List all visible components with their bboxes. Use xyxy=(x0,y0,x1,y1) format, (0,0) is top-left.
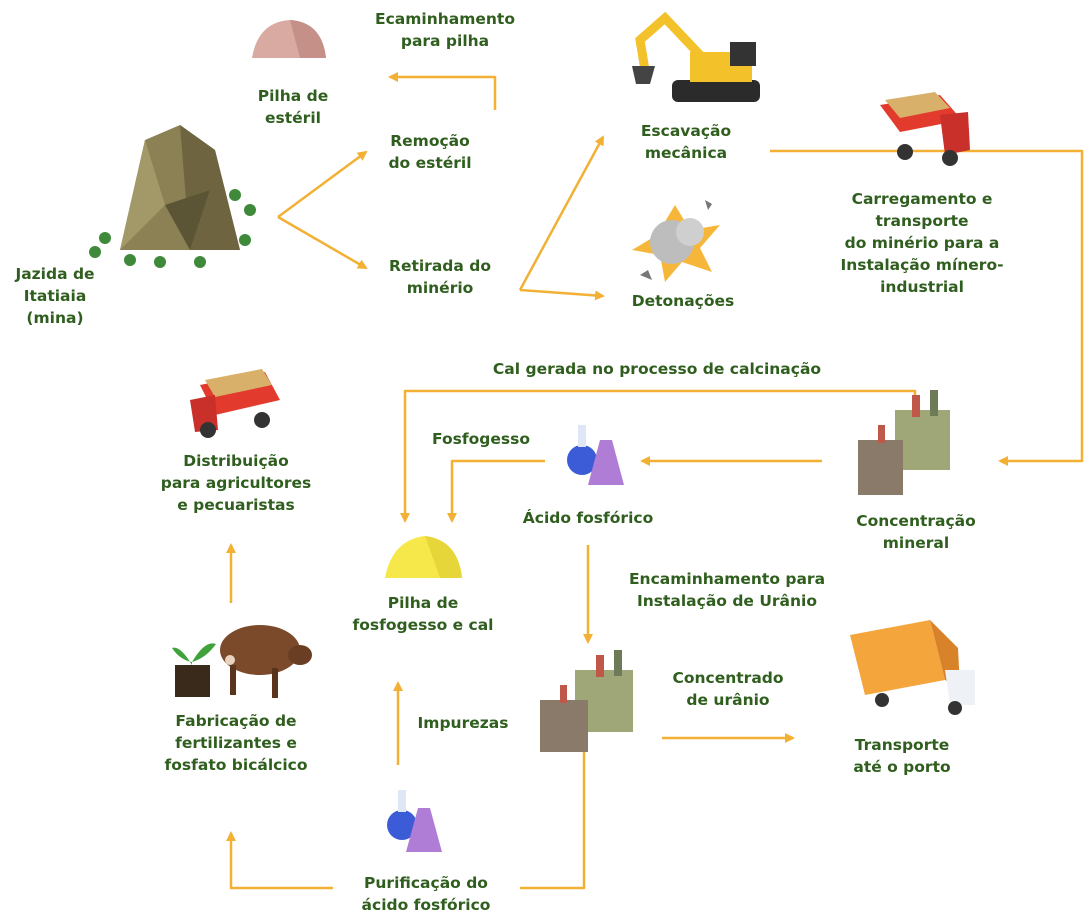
flasks-icon xyxy=(567,425,624,485)
node-waste-removal: Remoção do estéril xyxy=(388,132,472,172)
dump-truck-icon xyxy=(190,369,280,438)
node-fertilizer: Fabricação de fertilizantes e fosfato bi… xyxy=(164,712,308,774)
explosion-icon xyxy=(632,200,720,282)
edge-label-phosphogypsum: Fosfogesso xyxy=(432,430,530,448)
arrow-ore-to-detonation xyxy=(519,288,605,301)
arrow-transport-to-concentration xyxy=(770,149,1084,466)
node-waste-pile: Pilha de estéril xyxy=(257,87,329,127)
arrow-mine-to-waste-removal xyxy=(277,150,368,219)
node-distribution: Distribuição para agricultores e pecuari… xyxy=(160,452,312,514)
excavator-icon xyxy=(632,11,760,102)
arrow-waste-to-pile xyxy=(388,72,497,110)
cow-icon xyxy=(220,625,312,698)
node-transport-load: Carregamento e transporte do minério par… xyxy=(840,190,1004,296)
cargo-truck-icon xyxy=(850,620,975,715)
arrow-mine-to-ore-extraction xyxy=(277,215,368,270)
node-port-transport: Transporte até o porto xyxy=(853,736,951,776)
arrow-purification-to-fertilizer xyxy=(226,831,333,890)
node-excavation: Escavação mecânica xyxy=(640,122,732,162)
node-mine: Jazida de Itatiaia (mina) xyxy=(15,265,95,327)
edge-label-to-uranium: Encaminhamento para Instalação de Urânio xyxy=(628,570,826,610)
rocky-mountain-icon xyxy=(89,125,256,268)
node-detonation: Detonações xyxy=(631,292,735,310)
edge-label-impurities: Impurezas xyxy=(417,714,509,732)
flasks-icon xyxy=(387,790,442,852)
dump-truck-icon xyxy=(880,92,970,166)
arrow-ore-to-excavation xyxy=(518,135,605,291)
rock-pile-icon xyxy=(252,20,326,58)
yellow-pile-icon xyxy=(385,536,462,578)
arrow-uranium-to-purification xyxy=(520,752,586,890)
node-phosphogypsum-pile: Pilha de fosfogesso e cal xyxy=(352,594,494,634)
factory-icon xyxy=(540,650,633,752)
factory-icon xyxy=(858,390,950,495)
edge-label-to-pile: Ecaminhamento para pilha xyxy=(375,10,515,50)
edge-label-lime: Cal gerada no processo de calcinação xyxy=(492,360,822,378)
node-phosphoric-acid: Ácido fosfórico xyxy=(522,509,654,527)
node-purification: Purificação do ácido fosfórico xyxy=(361,874,491,914)
edge-label-uranium-concentrate: Concentrado de urânio xyxy=(672,669,784,709)
node-ore-extraction: Retirada do minério xyxy=(389,257,491,297)
arrow-phosphogypsum-to-pile xyxy=(447,459,545,523)
node-concentration: Concentração mineral xyxy=(856,512,976,552)
plant-pot-icon xyxy=(172,643,216,697)
